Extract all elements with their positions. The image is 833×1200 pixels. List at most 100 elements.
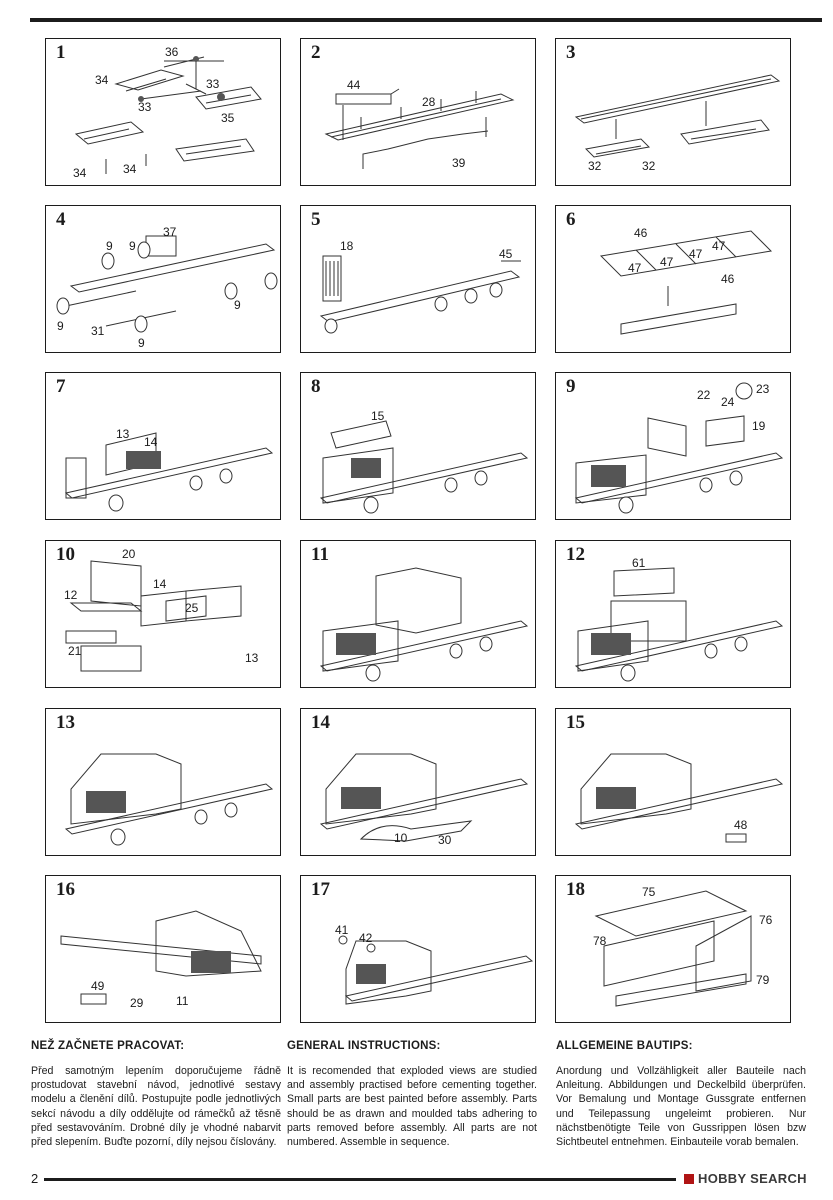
watermark-logo-icon <box>684 1174 694 1184</box>
part-label: 35 <box>221 111 235 125</box>
step-panel-14: 14 10 30 <box>300 708 536 856</box>
radiator-drawing <box>319 255 521 334</box>
step-panel-6: 6 46 47 47 47 47 46 <box>555 205 791 353</box>
step-panel-2: 2 44 28 39 <box>300 38 536 186</box>
watermark-text: HOBBY SEARCH <box>698 1171 807 1186</box>
part-label: 19 <box>752 419 766 433</box>
step-panel-4: 4 37 9 9 9 9 31 9 <box>45 205 281 353</box>
frame-drawing <box>324 88 515 169</box>
part-label: 28 <box>422 95 436 109</box>
instructions-text: Anordung und Vollzähligkeit aller Bautei… <box>556 1065 806 1149</box>
step-panel-8: 8 15 <box>300 372 536 520</box>
part-label: 34 <box>123 162 137 176</box>
part-label: 36 <box>165 45 179 59</box>
step-number: 6 <box>566 209 576 230</box>
step-number: 18 <box>566 879 585 900</box>
step-panel-1: 1 36 34 33 33 35 34 34 <box>45 38 281 186</box>
step-panel-5: 5 18 45 <box>300 205 536 353</box>
part-label: 9 <box>234 298 241 312</box>
step-number: 3 <box>566 42 576 63</box>
part-label: 79 <box>756 973 770 987</box>
step-number: 8 <box>311 376 321 397</box>
step-number: 2 <box>311 42 321 63</box>
cab-parts-drawing <box>65 560 242 672</box>
part-label: 78 <box>593 934 607 948</box>
step-number: 11 <box>311 544 329 565</box>
instructions-german: ALLGEMEINE BAUTIPS: Anordung und Vollzäh… <box>556 1040 806 1149</box>
tilt-cover-drawing <box>594 890 752 1007</box>
part-label: 76 <box>759 913 773 927</box>
instructions-text: Před samotným lepením doporučujeme řádně… <box>31 1065 281 1149</box>
part-label: 24 <box>721 395 735 409</box>
step-number: 17 <box>311 879 330 900</box>
rear-view-drawing <box>60 910 262 1005</box>
step-number: 5 <box>311 209 321 230</box>
step-panel-9: 9 22 24 23 19 <box>555 372 791 520</box>
instructions-english: GENERAL INSTRUCTIONS: It is recomended t… <box>287 1040 537 1149</box>
truck-assembled-drawing <box>64 753 274 846</box>
part-label: 47 <box>712 239 726 253</box>
step-number: 16 <box>56 879 75 900</box>
part-label: 32 <box>588 159 602 173</box>
part-label: 9 <box>57 319 64 333</box>
step-panel-12: 12 61 <box>555 540 791 688</box>
part-label: 61 <box>632 556 646 570</box>
part-label: 29 <box>130 996 144 1010</box>
part-label: 47 <box>689 247 703 261</box>
part-label: 34 <box>95 73 109 87</box>
part-label: 20 <box>122 547 136 561</box>
step-number: 13 <box>56 712 75 733</box>
step-number: 14 <box>311 712 330 733</box>
part-label: 75 <box>642 885 656 899</box>
part-label: 32 <box>642 159 656 173</box>
wheels-drawing <box>56 235 278 333</box>
instructions-text: It is recomended that exploded views are… <box>287 1065 537 1149</box>
part-label: 9 <box>129 239 136 253</box>
part-label: 11 <box>176 994 189 1008</box>
page-number: 2 <box>31 1171 39 1186</box>
part-label: 9 <box>138 336 145 350</box>
step-panel-7: 7 13 14 <box>45 372 281 520</box>
part-label: 34 <box>73 166 87 180</box>
part-label: 14 <box>153 577 167 591</box>
step-number: 1 <box>56 42 66 63</box>
part-label: 46 <box>721 272 735 286</box>
hood-top-drawing <box>319 420 529 514</box>
step-panel-18: 18 75 78 76 79 <box>555 875 791 1023</box>
instructions-title: ALLGEMEINE BAUTIPS: <box>556 1040 693 1052</box>
part-label: 46 <box>634 226 648 240</box>
step-panel-3: 3 32 32 <box>555 38 791 186</box>
toolbox-drawing <box>574 753 784 843</box>
part-label: 33 <box>138 100 152 114</box>
bottom-rule <box>44 1178 676 1181</box>
part-label: 47 <box>628 261 642 275</box>
part-label: 21 <box>68 644 82 658</box>
bed-frame-drawing <box>599 230 773 335</box>
part-label: 30 <box>438 833 452 847</box>
step-panel-16: 16 49 29 11 <box>45 875 281 1023</box>
part-label: 10 <box>394 831 408 845</box>
part-label: 41 <box>335 923 349 937</box>
part-label: 23 <box>756 382 770 396</box>
part-label: 42 <box>359 931 373 945</box>
step-panel-15: 15 48 <box>555 708 791 856</box>
instructions-title: NEŽ ZAČNETE PRACOVAT: <box>31 1040 185 1052</box>
step-panel-10: 10 20 12 14 25 21 13 <box>45 540 281 688</box>
step-number: 10 <box>56 544 75 565</box>
instructions-czech: NEŽ ZAČNETE PRACOVAT: Před samotným lepe… <box>31 1040 281 1149</box>
step-number: 15 <box>566 712 585 733</box>
part-label: 15 <box>371 409 385 423</box>
part-label: 22 <box>697 388 711 402</box>
part-label: 33 <box>206 77 220 91</box>
part-label: 13 <box>116 427 130 441</box>
watermark: HOBBY SEARCH <box>684 1171 807 1186</box>
part-label: 9 <box>106 239 113 253</box>
part-label: 45 <box>499 247 513 261</box>
top-rule <box>30 18 822 22</box>
part-label: 14 <box>144 435 158 449</box>
cab-install-drawing <box>319 567 529 682</box>
step-number: 7 <box>56 376 66 397</box>
part-label: 37 <box>163 225 177 239</box>
part-label: 13 <box>245 651 259 665</box>
part-label: 39 <box>452 156 466 170</box>
